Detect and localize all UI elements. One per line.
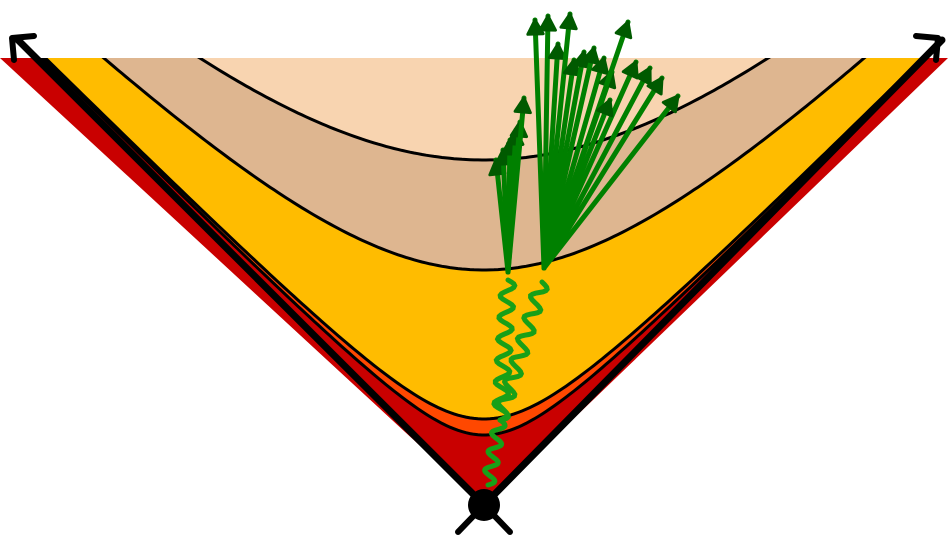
band-innermost — [0, 0, 948, 58]
branch-arrowhead-icon — [540, 16, 555, 30]
branch-arrowhead-icon — [561, 14, 576, 29]
band-group — [0, 0, 948, 505]
branch-arrowhead-icon — [616, 22, 631, 38]
origin-vertex-icon — [468, 489, 500, 521]
branch-arrowhead-icon — [549, 44, 564, 58]
